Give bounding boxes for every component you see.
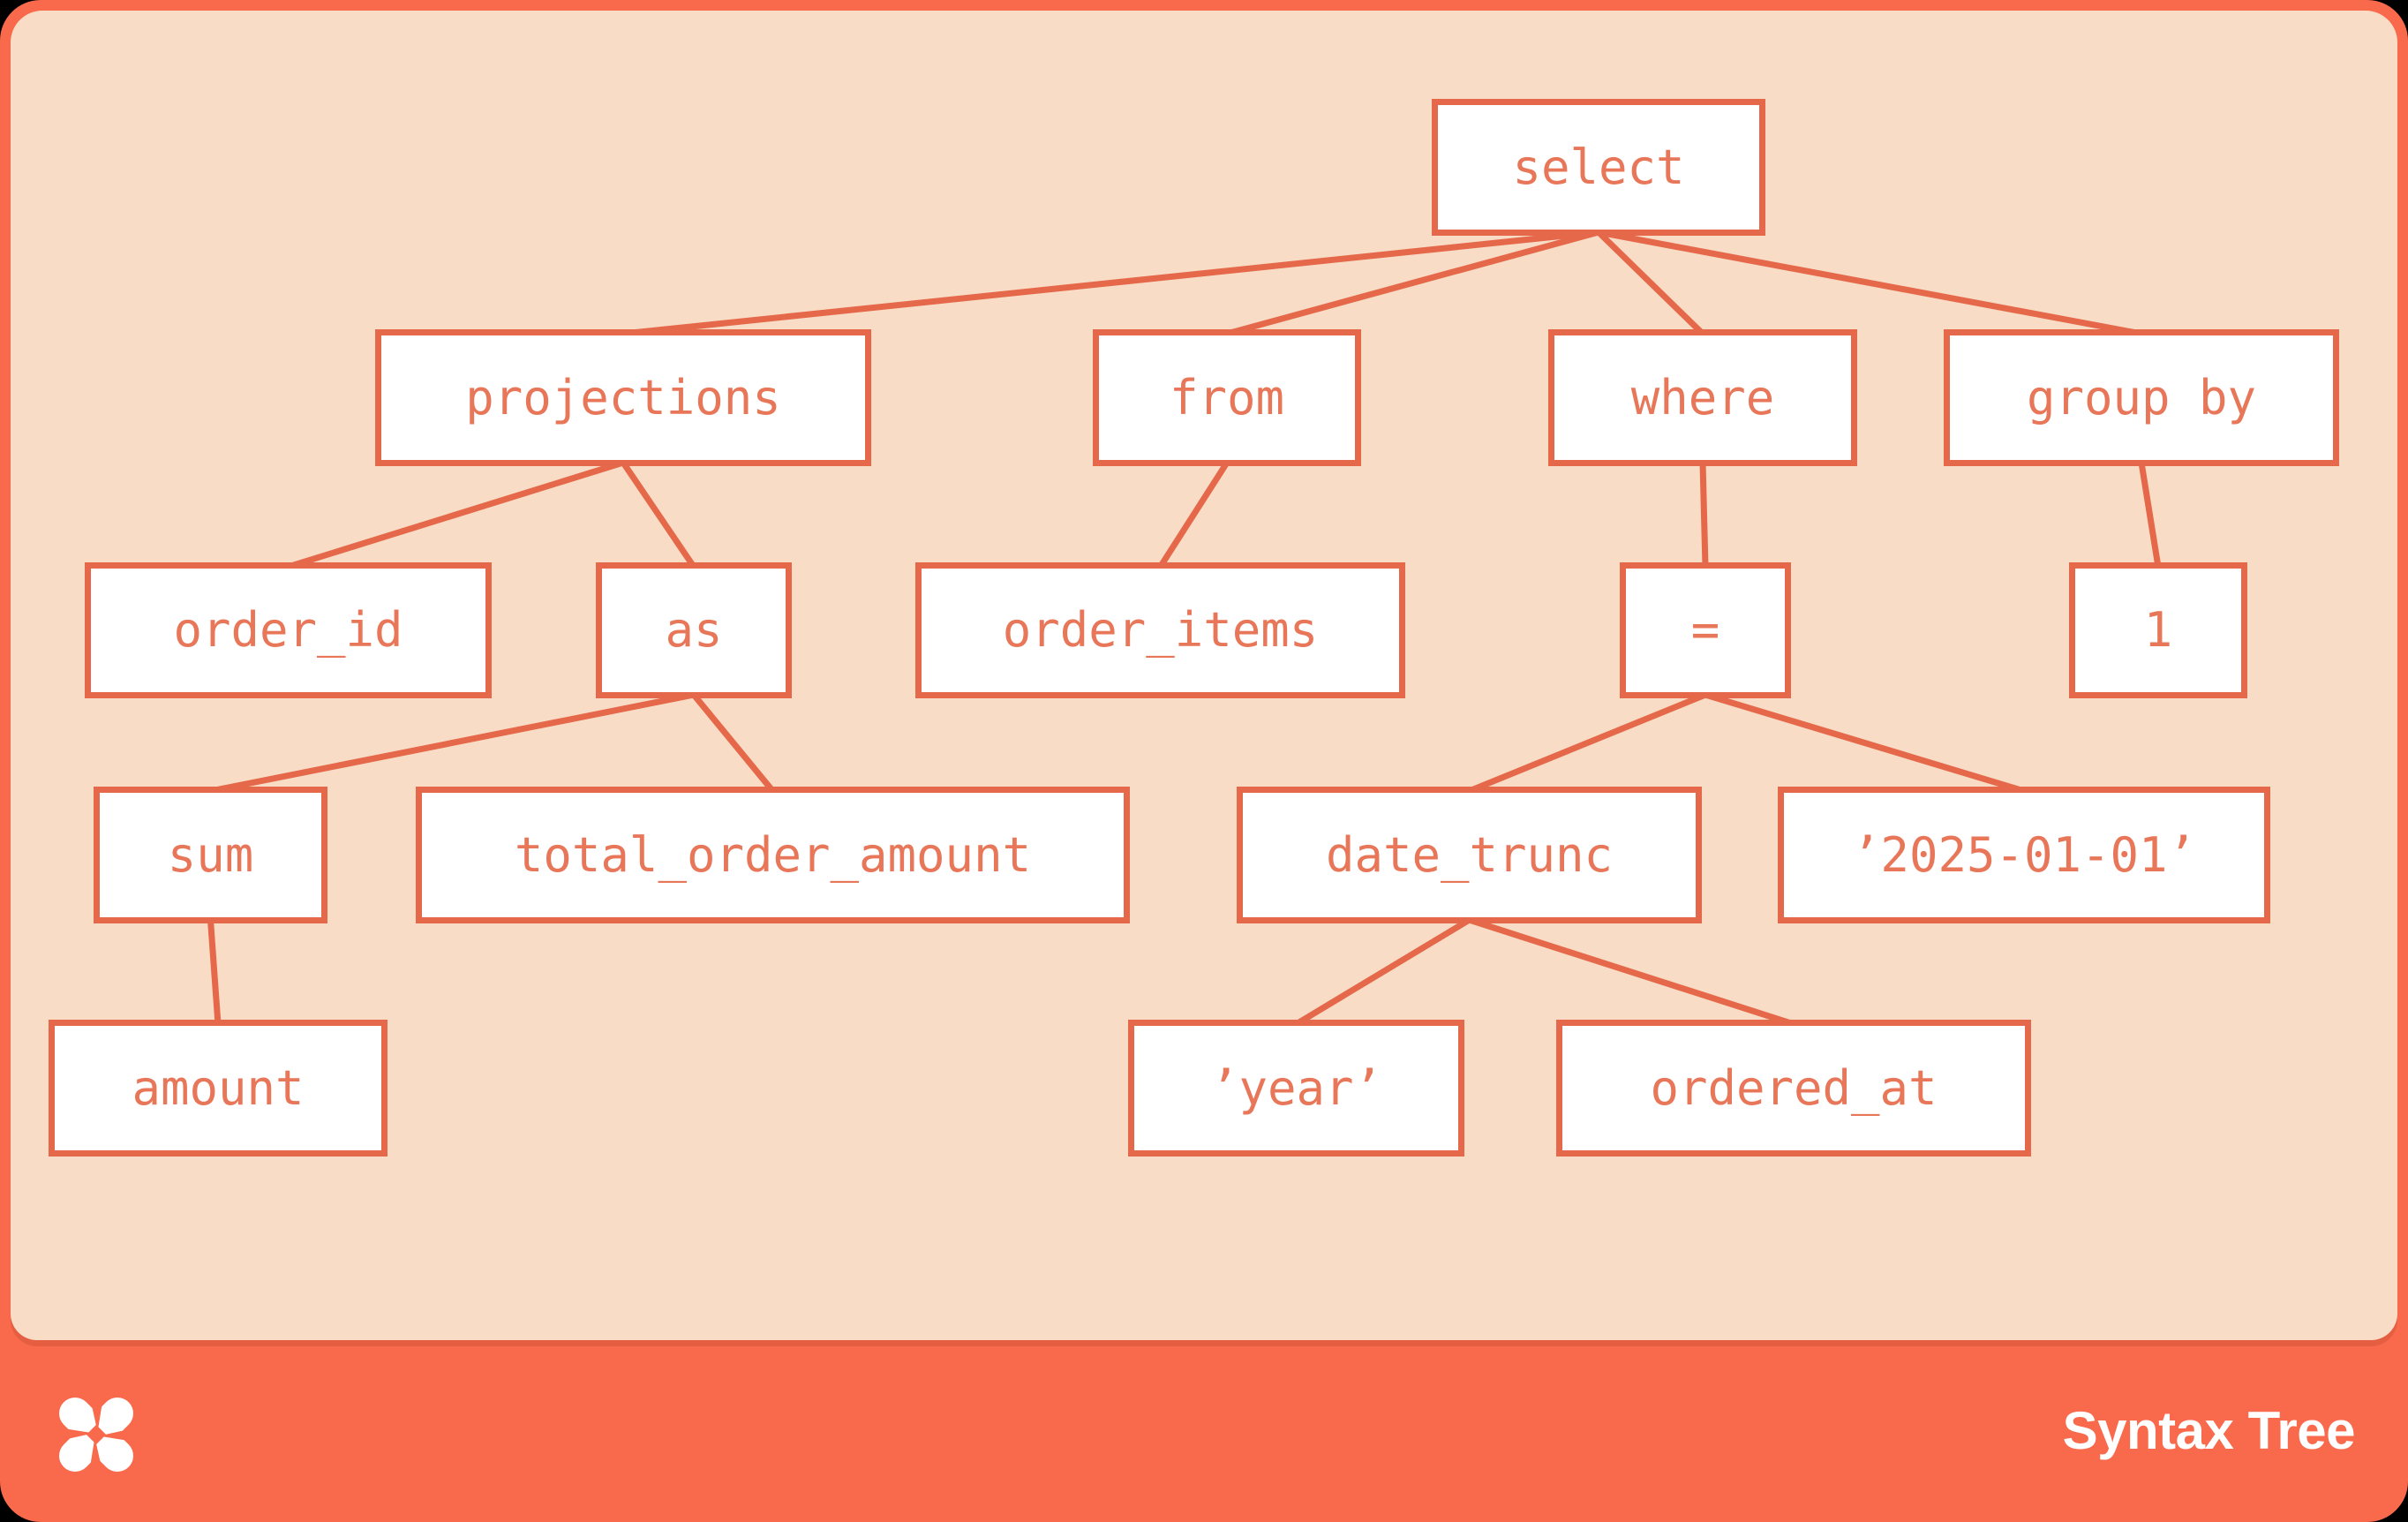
tree-edge-projections-order-id xyxy=(287,459,625,570)
tree-node-projections: projections xyxy=(375,329,871,466)
tree-node-order-items: order_items xyxy=(915,562,1405,698)
tree-node-date-trunc: date_trunc xyxy=(1237,787,1702,923)
tree-edge-from-order-items xyxy=(1157,461,1230,569)
brand-label: Syntax Tree xyxy=(2062,1401,2356,1460)
tree-edge-as-sum xyxy=(209,691,695,795)
tree-node-date-literal: ’2025-01-01’ xyxy=(1778,787,2270,923)
tree-node-where: where xyxy=(1548,329,1857,466)
tree-node-eq: = xyxy=(1620,562,1791,698)
tree-node-year-literal: ’year’ xyxy=(1128,1020,1464,1157)
tree-edge-select-from xyxy=(1226,229,1599,337)
tree-edge-as-total-order-amount xyxy=(691,692,776,794)
tree-edge-date-trunc-ordered-at xyxy=(1468,916,1795,1028)
pinwheel-star-icon xyxy=(49,1388,143,1481)
tree-edge-eq-date-trunc xyxy=(1468,691,1707,795)
tree-node-one: 1 xyxy=(2069,562,2247,698)
tree-edge-select-projections xyxy=(622,229,1599,337)
tree-edge-select-where xyxy=(1596,230,1705,336)
tree-edge-group-by-one xyxy=(2138,462,2162,568)
tree-node-as: as xyxy=(596,562,792,698)
tree-edge-where-eq xyxy=(1699,462,1709,568)
tree-node-group-by: group by xyxy=(1944,329,2339,466)
tree-node-from: from xyxy=(1093,329,1361,466)
tree-edge-projections-as xyxy=(621,461,696,569)
tree-node-select: select xyxy=(1432,99,1765,236)
tree-edge-eq-date-literal xyxy=(1704,691,2026,795)
tree-edge-select-group-by xyxy=(1598,229,2142,337)
tree-node-sum: sum xyxy=(94,787,327,923)
tree-node-ordered-at: ordered_at xyxy=(1556,1020,2031,1157)
tree-node-total-order-amount: total_order_amount xyxy=(416,787,1130,923)
tree-edge-sum-amount xyxy=(207,919,222,1025)
tree-edge-date-trunc-year-literal xyxy=(1294,917,1471,1027)
tree-node-order-id: order_id xyxy=(85,562,492,698)
tree-node-amount: amount xyxy=(49,1020,388,1157)
